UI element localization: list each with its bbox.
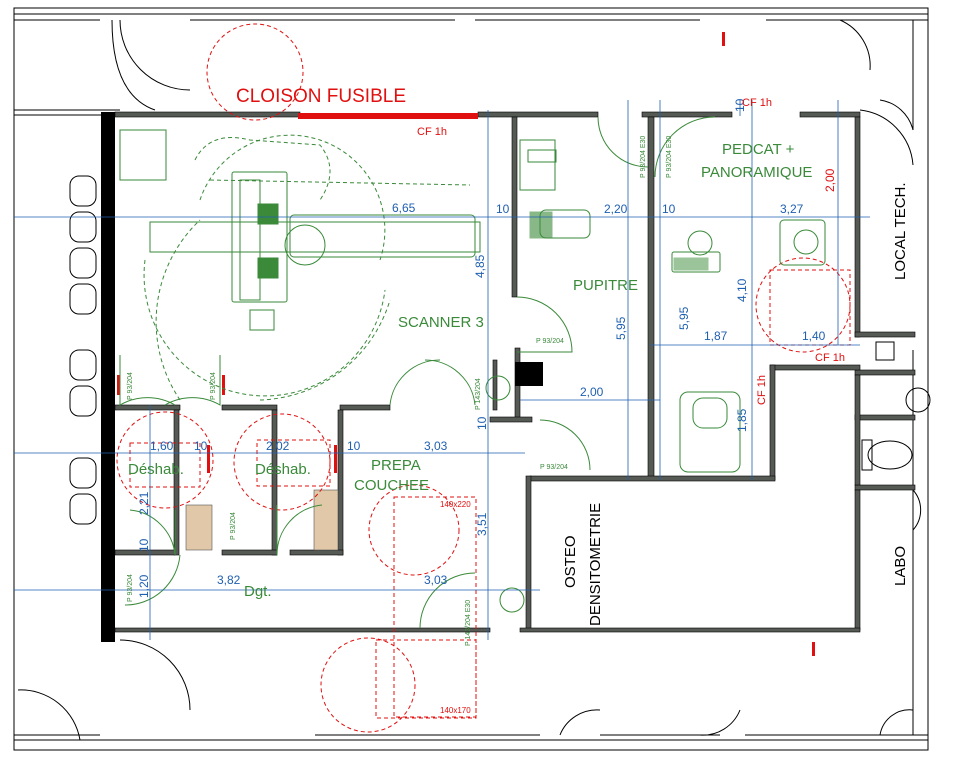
room-prepa-1: PREPA (371, 457, 421, 474)
cabin-bench-1 (185, 504, 213, 551)
dim-200h: 2,00 (580, 385, 604, 399)
fire-door-marks (117, 375, 337, 473)
dim-120: 1,20 (137, 574, 151, 598)
scanner-equipment (119, 129, 481, 401)
table-sizes: 140x220 140x170 (440, 500, 471, 715)
room-deshab-1: Déshab. (128, 461, 184, 478)
room-pedcat-2: PANORAMIQUE (701, 164, 812, 181)
dim-220: 2,20 (604, 202, 628, 216)
dim-187: 1,87 (704, 329, 728, 343)
dim-303b: 3,03 (424, 573, 448, 587)
dim-351: 3,51 (475, 512, 489, 536)
waiting-chairs (69, 175, 97, 525)
room-pedcat-1: PEDCAT + (722, 141, 795, 158)
cf-local: CF 1h (815, 352, 845, 364)
door-tag-pupitre: P 93/204 (536, 338, 564, 345)
room-local-tech: LOCAL TECH. (892, 182, 909, 280)
dim-10c: 10 (194, 439, 208, 453)
dim-410: 4,10 (735, 278, 749, 302)
cf-top: CF 1h (742, 97, 772, 109)
dim-10b: 10 (662, 202, 676, 216)
door-tag-e30-b: P 93/204 E30 (666, 136, 673, 178)
cloison-fusible-line (298, 113, 478, 119)
table-140x170: 140x170 (440, 706, 471, 715)
dim-10g: 10 (733, 98, 747, 112)
dim-160: 1,60 (150, 439, 174, 453)
room-pupitre: PUPITRE (573, 277, 638, 294)
cf-pedcat: CF 1h (756, 375, 768, 405)
dimension-lines (14, 100, 870, 640)
column-block (515, 362, 543, 386)
dimension-labels: 6,65 10 2,20 10 3,27 4,85 5,95 5,95 4,10… (137, 98, 837, 598)
dim-485: 4,85 (473, 254, 487, 278)
dim-140: 1,40 (802, 329, 826, 343)
room-osteo-1: OSTEO (562, 535, 579, 588)
door-tag-p143: P 143/204 (475, 378, 482, 410)
turning-circles (116, 23, 851, 733)
cloison-title: CLOISON FUSIBLE (236, 86, 406, 107)
room-dgt: Dgt. (244, 583, 272, 600)
dim-303a: 3,03 (424, 439, 448, 453)
dim-595b: 5,95 (677, 306, 691, 330)
exterior-walls (14, 13, 928, 741)
red-marks (722, 32, 815, 656)
room-deshab-2: Déshab. (255, 461, 311, 478)
room-equipment (485, 139, 826, 613)
door-tag-e30-a: P 93/204 E30 (640, 136, 647, 178)
sanitary-fixtures (861, 341, 931, 531)
door-tag-p143-e30: P 143/204 E30 (465, 600, 472, 646)
door-tag-dgt: P 93/204 (127, 574, 134, 602)
dim-200v: 2,00 (823, 168, 837, 192)
door-tags: P 93/204 P 93/204 P 93/204 P 93/204 P 93… (127, 136, 673, 646)
door-tag-deshab1: P 93/204 (127, 372, 134, 400)
dim-327: 3,27 (780, 202, 804, 216)
dim-10e: 10 (475, 416, 489, 430)
dim-665: 6,65 (392, 201, 416, 215)
door-tag-deshab2: P 93/204 (210, 372, 217, 400)
fire-rating-labels: CF 1h CF 1h CF 1h (742, 97, 845, 405)
dim-382: 3,82 (217, 573, 241, 587)
door-swings (119, 116, 716, 629)
dim-185: 1,85 (735, 408, 749, 432)
door-tag-cabin: P 93/204 (230, 512, 237, 540)
room-prepa-2: COUCHEE (354, 477, 429, 494)
room-labo: LABO (892, 546, 909, 586)
room-scanner: SCANNER 3 (398, 314, 484, 331)
left-curtain-wall (101, 112, 115, 642)
dim-10a: 10 (496, 202, 510, 216)
door-tag-prepa: P 93/204 (540, 464, 568, 471)
dim-221: 2,21 (137, 491, 151, 515)
dim-595a: 5,95 (614, 316, 628, 340)
room-osteo-2: DENSITOMETRIE (587, 503, 604, 626)
dim-10f: 10 (137, 538, 151, 552)
interior-walls (114, 111, 916, 633)
frame (13, 7, 929, 751)
dim-10d: 10 (347, 439, 361, 453)
cabin-bench-2 (313, 489, 339, 551)
table-140x220: 140x220 (440, 500, 471, 509)
dim-202: 2,02 (266, 439, 290, 453)
cf-main-label: CF 1h (417, 126, 447, 138)
